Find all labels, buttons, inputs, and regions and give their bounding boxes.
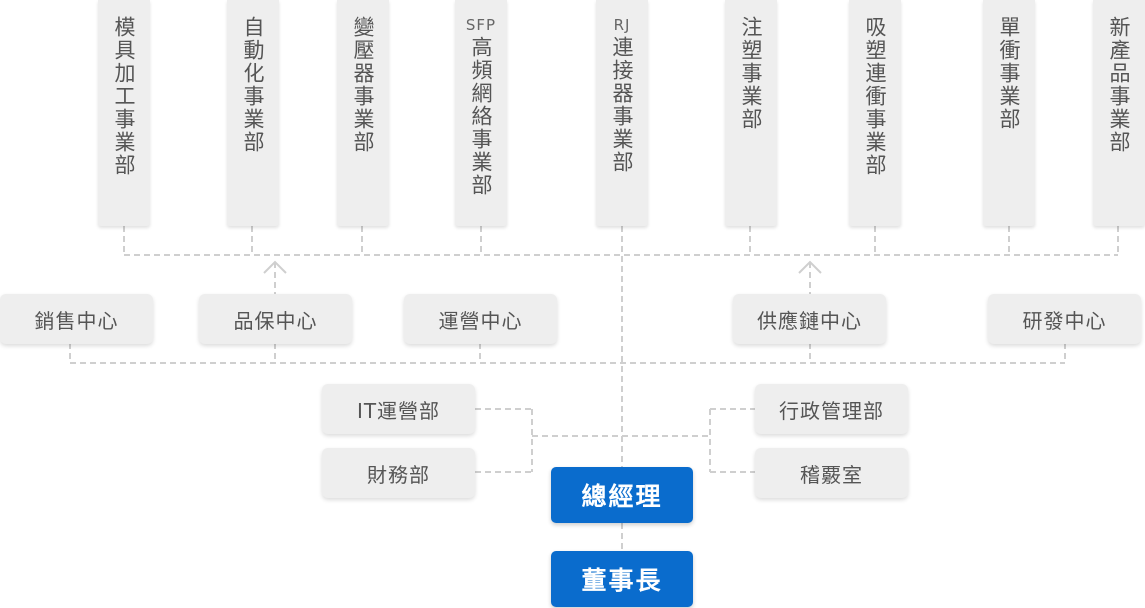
arrow-heads [263,260,822,274]
unit-label: 變壓器事業部 [351,16,375,154]
unit-label: 自動化事業部 [241,16,265,154]
unit-label: 模具加工事業部 [112,16,136,177]
dept-it-operations: IT運營部 [322,384,475,434]
chairman-box: 董事長 [551,551,693,607]
unit-prefix: RJ [613,16,631,34]
unit-label: 新產品事業部 [1107,16,1131,154]
unit-sfp-network: SFP 高頻網絡事業部 [455,0,507,226]
center-sales: 銷售中心 [0,294,153,344]
center-supply-chain: 供應鏈中心 [733,294,886,344]
unit-transformer: 變壓器事業部 [337,0,389,226]
unit-single-stamping: 單衝事業部 [983,0,1035,226]
center-quality-assurance: 品保中心 [199,294,352,344]
unit-label: 注塑事業部 [739,16,763,131]
unit-label: 吸塑連衝事業部 [863,16,887,177]
unit-new-products: 新產品事業部 [1093,0,1145,226]
unit-blister-stamping: 吸塑連衝事業部 [849,0,901,226]
unit-label: 連接器事業部 [610,36,634,174]
dept-administration: 行政管理部 [755,384,908,434]
unit-automation: 自動化事業部 [227,0,279,226]
unit-injection-molding: 注塑事業部 [725,0,777,226]
general-manager-box: 總經理 [551,467,693,523]
unit-label: 高頻網絡事業部 [469,36,493,197]
unit-label: 單衝事業部 [997,16,1021,131]
center-rnd: 研發中心 [988,294,1141,344]
unit-prefix: SFP [465,16,497,34]
center-operations: 運營中心 [404,294,557,344]
unit-rj-connector: RJ 連接器事業部 [596,0,648,226]
unit-mold-processing: 模具加工事業部 [98,0,150,226]
dept-audit: 稽覈室 [755,448,908,498]
dept-finance: 財務部 [322,448,475,498]
